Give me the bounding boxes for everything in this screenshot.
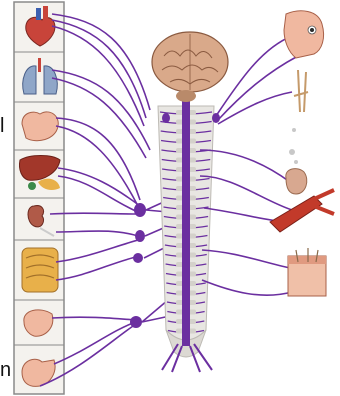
hair-follicle-icon xyxy=(294,70,308,112)
ganglion-chain xyxy=(130,203,146,328)
sweat-gland-icon xyxy=(286,128,307,194)
brain-icon xyxy=(152,32,228,102)
intestine-icon xyxy=(22,248,58,292)
face-eye-icon xyxy=(284,11,324,58)
skin-patch-icon xyxy=(288,248,326,296)
edge-glyph-left-bottom: n xyxy=(0,360,11,380)
edge-glyph-left-mid: l xyxy=(0,116,4,136)
blood-vessel-icon xyxy=(270,190,334,232)
